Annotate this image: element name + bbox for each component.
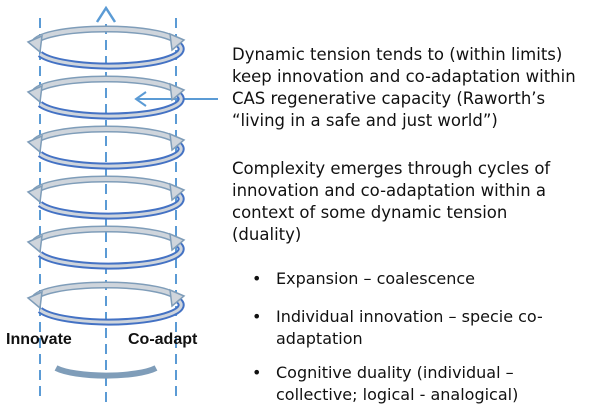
helix-arrowhead-icon	[26, 234, 43, 254]
helix-loop	[26, 281, 186, 326]
pointer-arrow-icon	[134, 91, 147, 107]
paragraph-complexity: Complexity emerges through cycles of inn…	[232, 159, 551, 244]
helix-front-arc-fill	[39, 298, 183, 324]
helix-arrowhead-icon	[169, 82, 186, 102]
bullet-icon: •	[252, 269, 262, 288]
helix-front-arc-fill	[39, 192, 183, 218]
helix-arrowhead-icon	[26, 290, 43, 310]
bullet-icon: •	[252, 363, 262, 382]
paragraph-dynamic-tension: Dynamic tension tends to (within limits)…	[232, 45, 576, 130]
bullet-item: • Cognitive duality (individual – collec…	[252, 362, 546, 406]
innovate-label: Innovate	[6, 331, 72, 348]
helix-loop	[26, 175, 186, 220]
helix-arrowhead-icon	[26, 34, 43, 54]
bullet-icon: •	[252, 307, 262, 326]
helix-spiral	[26, 25, 186, 379]
helix-loop	[26, 225, 186, 270]
helix-arrowhead-icon	[26, 84, 43, 104]
helix-loop	[26, 25, 186, 70]
bullet-text: Expansion – coalescence	[276, 269, 475, 288]
bullet-item: • Expansion – coalescence	[252, 268, 586, 290]
helix-arrowhead-icon	[169, 288, 186, 308]
helix-front-arc-fill	[39, 42, 183, 68]
helix-arrowhead-icon	[169, 32, 186, 52]
helix-loop	[26, 125, 186, 170]
bullet-item: • Individual innovation – specie co-adap…	[252, 306, 566, 350]
helix-front-arc-fill	[39, 142, 183, 168]
helix-arrowhead-icon	[169, 182, 186, 202]
bullet-text: Cognitive duality (individual – collecti…	[276, 363, 519, 404]
helix-front-arc-fill	[39, 242, 183, 268]
upward-arrow-icon	[95, 5, 117, 23]
helix-arrowhead-icon	[26, 134, 43, 154]
helix-arrowhead-icon	[169, 232, 186, 252]
helix-arrowhead-icon	[169, 132, 186, 152]
bullet-text: Individual innovation – specie co-adapta…	[276, 307, 543, 348]
helix-front-arc-fill	[39, 92, 183, 118]
base-cycle-arc	[54, 365, 158, 379]
helix-arrowhead-icon	[26, 184, 43, 204]
co-adapt-label: Co-adapt	[128, 331, 198, 348]
helix-loop	[26, 75, 186, 120]
